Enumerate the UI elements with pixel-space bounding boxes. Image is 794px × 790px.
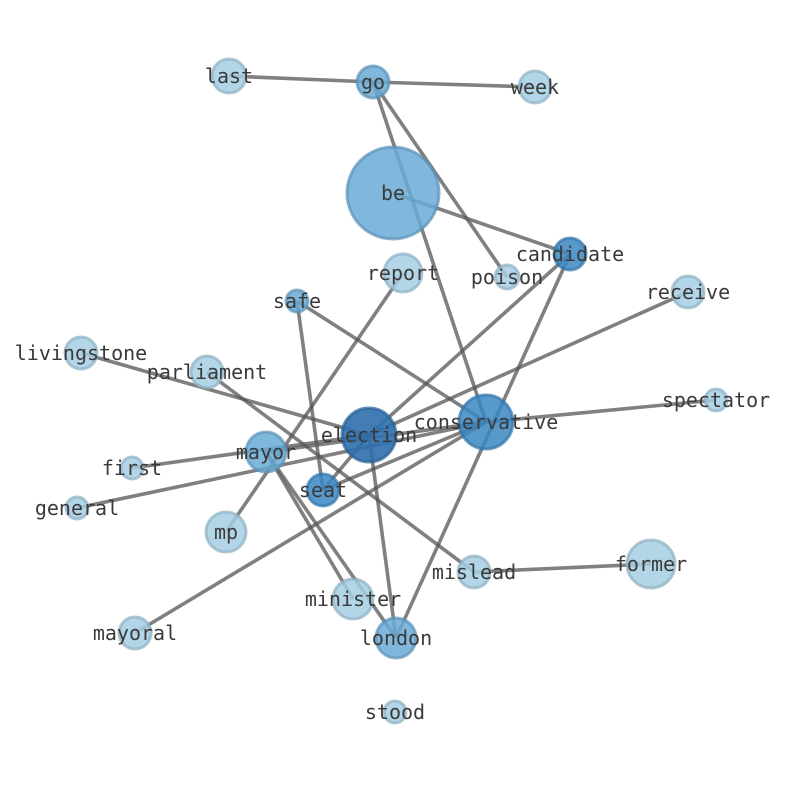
node-label-receive: receive [646,280,730,304]
node-last [210,57,248,95]
node-london [374,616,418,660]
edge-last-go [228,74,374,84]
node-mayoral [117,615,153,651]
node-label-livingstone: livingstone [15,341,147,365]
node-label-mayoral: mayoral [93,621,177,645]
edge-report-mp [224,271,405,534]
node-label-mp: mp [214,520,238,544]
node-mayor [244,430,288,474]
edge-safe-conservative [296,299,487,424]
edge-layer [76,74,717,640]
edge-parliament-mislead [205,370,476,574]
node-first [119,455,145,481]
edge-conservative-seat [322,420,487,492]
node-general [64,495,90,521]
node-poison [493,263,521,291]
node-label-poison: poison [471,265,543,289]
node-mp [204,510,248,554]
node-layer [63,57,729,725]
edge-go-conservative [371,81,488,423]
node-label-first: first [102,456,162,480]
node-candidate [552,236,588,272]
node-report [382,252,424,294]
node-label-conservative: conservative [414,410,559,434]
edge-go-week [372,80,536,89]
edge-mayor-minister [264,451,355,600]
edge-livingstone-election [80,351,370,437]
node-label-london: london [360,626,432,650]
node-spectator [703,387,729,413]
node-label-mislead: mislead [432,560,516,584]
node-minister [331,577,375,621]
edge-mayor-london [264,450,398,640]
node-label-candidate: candidate [516,242,624,266]
edge-candidate-election [367,252,572,437]
node-week [517,69,553,105]
node-label-last: last [205,64,253,88]
edge-receive-election [368,290,689,437]
node-label-safe: safe [273,289,321,313]
node-label-general: general [35,496,119,520]
node-label-former: former [615,552,687,576]
node-label-go: go [361,70,385,94]
node-label-seat: seat [299,478,347,502]
edge-conservative-spectator [485,398,717,424]
node-parliament [189,354,225,390]
node-label-report: report [367,261,439,285]
node-safe [284,288,310,314]
node-go [355,64,391,100]
node-election [340,406,398,464]
node-label-week: week [511,75,559,99]
node-label-stood: stood [365,700,425,724]
node-label-minister: minister [305,587,401,611]
node-be [345,145,441,241]
edge-go-poison [371,80,509,279]
node-stood [382,699,408,725]
node-receive [670,274,706,310]
node-label-mayor: mayor [236,440,296,464]
node-former [625,538,677,590]
node-livingstone [63,335,99,371]
node-conservative [457,393,515,451]
edge-mislead-former [473,562,652,574]
node-label-spectator: spectator [662,388,770,412]
node-seat [305,472,341,508]
edge-election-london [367,434,398,639]
node-label-be: be [381,181,405,205]
label-layer: last go week be candidate report poison safe rec… [15,64,770,724]
node-mislead [456,554,492,590]
node-label-election: election [321,423,417,447]
node-label-parliament: parliament [147,360,267,384]
